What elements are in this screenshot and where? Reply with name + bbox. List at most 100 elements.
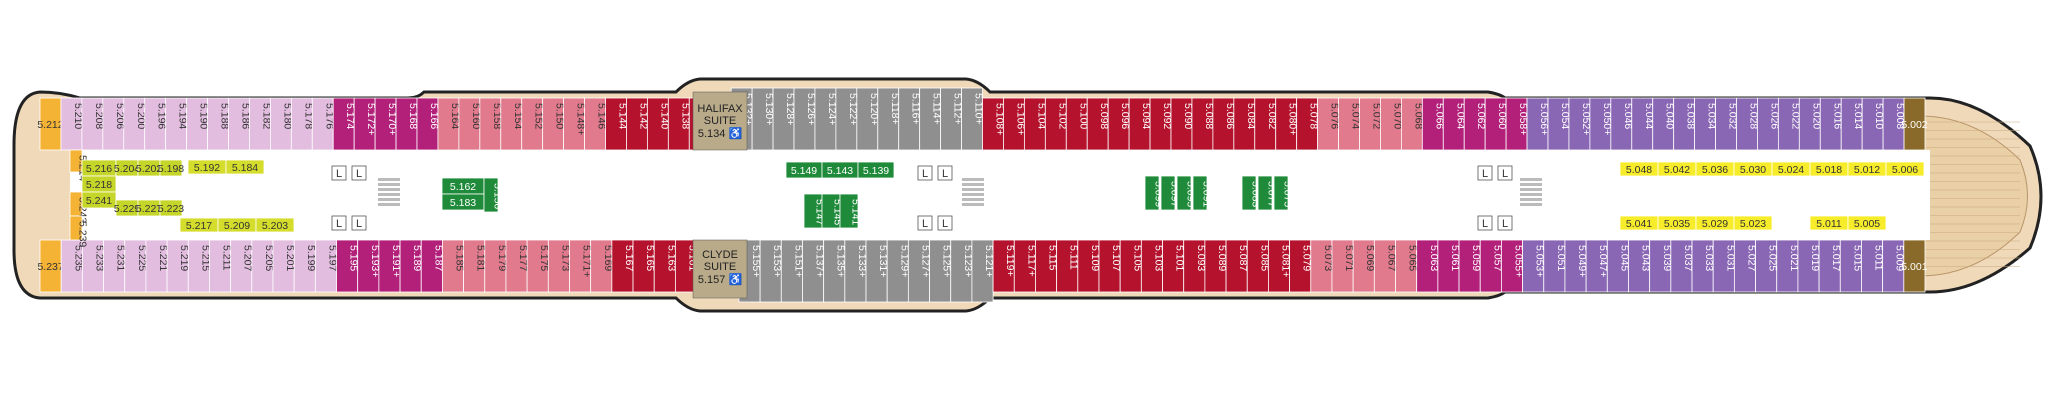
cabin-5.040[interactable]: 5.040 [1652, 97, 1676, 151]
cabin-5.133[interactable]: 5.133+ [844, 239, 868, 303]
cabin-5.037[interactable]: 5.037 [1670, 239, 1694, 293]
cabin-5.118[interactable]: 5.118+ [877, 87, 901, 151]
cabin-5.198[interactable]: 5.198 [158, 159, 184, 177]
cabin-5.044[interactable]: 5.044 [1631, 97, 1655, 151]
cabin-5.026[interactable]: 5.026 [1757, 97, 1780, 151]
cabin-5.217[interactable]: 5.217 [179, 217, 219, 233]
cabin-5.120[interactable]: 5.120+ [856, 87, 880, 151]
cabin-5.053[interactable]: 5.053+ [1522, 239, 1546, 293]
cabin-5.101[interactable]: 5.101 [1162, 239, 1186, 293]
cabin-5.059[interactable]: 5.059 [1458, 239, 1482, 293]
cabin-5.019[interactable]: 5.019 [1797, 239, 1821, 293]
cabin-5.206[interactable]: 5.206 [102, 97, 126, 151]
cabin-5.167[interactable]: 5.167 [611, 239, 635, 293]
cabin-5.021[interactable]: 5.021 [1776, 239, 1800, 293]
cabin-5.122[interactable]: 5.122+ [835, 87, 859, 151]
cabin-5.184[interactable]: 5.184 [225, 159, 265, 175]
cabin-5.034[interactable]: 5.034 [1694, 97, 1718, 151]
cabin-5.209[interactable]: 5.209 [217, 217, 257, 233]
cabin-5.128[interactable]: 5.128+ [772, 87, 796, 151]
cabin-5.015[interactable]: 5.015 [1839, 239, 1863, 293]
cabin-5.137[interactable]: 5.137+ [802, 239, 826, 303]
cabin-5.162[interactable]: 5.162 [441, 177, 485, 195]
cabin-5.039[interactable]: 5.039 [1649, 239, 1673, 293]
cabin-5.237[interactable]: 5.237 [37, 239, 64, 293]
cabin-5.121[interactable]: 5.121+ [971, 239, 995, 303]
cabin-5.056[interactable]: 5.056+ [1526, 97, 1550, 151]
cabin-5.010[interactable]: 5.010 [1861, 97, 1885, 151]
cabin-5.065[interactable]: 5.065 [1395, 239, 1419, 293]
cabin-5.208[interactable]: 5.208 [81, 97, 105, 151]
cabin-5.233[interactable]: 5.233 [81, 239, 105, 293]
cabin-5.229[interactable]: 5.229 [114, 199, 140, 217]
cabin-5.181[interactable]: 5.181 [463, 239, 487, 293]
cabin-5.170[interactable]: 5.170+ [374, 97, 398, 151]
cabin-5.027[interactable]: 5.027 [1733, 239, 1757, 293]
cabin-5.107[interactable]: 5.107 [1098, 239, 1122, 293]
cabin-5.016[interactable]: 5.016 [1819, 97, 1843, 151]
cabin-5.075[interactable]: 5.075 [1273, 175, 1294, 211]
cabin-5.058[interactable]: 5.058+ [1505, 97, 1529, 151]
cabin-5.189[interactable]: 5.189 [399, 239, 423, 293]
cabin-5.030[interactable]: 5.030 [1733, 161, 1773, 177]
cabin-5.085[interactable]: 5.085 [1246, 239, 1270, 293]
cabin-5.084[interactable]: 5.084 [1233, 97, 1257, 151]
cabin-5.194[interactable]: 5.194 [165, 97, 189, 151]
cabin-5.109[interactable]: 5.109 [1077, 239, 1101, 293]
cabin-5.166[interactable]: 5.166 [416, 97, 440, 151]
cabin-5.200[interactable]: 5.200 [123, 97, 147, 151]
cabin-5.138[interactable]: 5.138 [667, 97, 691, 151]
cabin-5.148[interactable]: 5.148+ [563, 97, 587, 151]
cabin-5.051[interactable]: 5.051 [1543, 239, 1567, 293]
cabin-5.047[interactable]: 5.047+ [1585, 239, 1609, 293]
cabin-5.111[interactable]: 5.111 [1056, 239, 1080, 293]
cabin-5.036[interactable]: 5.036 [1695, 161, 1735, 177]
cabin-5.164[interactable]: 5.164 [437, 97, 461, 151]
cabin-5.074[interactable]: 5.074 [1338, 97, 1362, 151]
cabin-5.199[interactable]: 5.199 [293, 239, 317, 293]
cabin-5.223[interactable]: 5.223 [158, 199, 184, 217]
cabin-5.029[interactable]: 5.029 [1695, 215, 1735, 231]
cabin-5.055[interactable]: 5.055+ [1501, 239, 1524, 293]
cabin-5.042[interactable]: 5.042 [1657, 161, 1697, 177]
cabin-5.202[interactable]: 5.202 [136, 159, 162, 177]
cabin-5.048[interactable]: 5.048 [1619, 161, 1659, 177]
cabin-5.179[interactable]: 5.179 [484, 239, 508, 293]
cabin-5.241[interactable]: 5.241 [81, 191, 117, 209]
cabin-5.149[interactable]: 5.149 [785, 161, 823, 179]
cabin-5.090[interactable]: 5.090 [1170, 97, 1194, 151]
cabin-5.177[interactable]: 5.177 [505, 239, 529, 293]
cabin-5.172[interactable]: 5.172+ [353, 97, 377, 151]
cabin-5.163[interactable]: 5.163 [653, 239, 677, 293]
cabin-5.038[interactable]: 5.038 [1673, 97, 1697, 151]
cabin-5.078[interactable]: 5.078 [1296, 97, 1320, 151]
cabin-5.196[interactable]: 5.196 [144, 97, 168, 151]
cabin-5.180[interactable]: 5.180 [269, 97, 293, 151]
cabin-5.218[interactable]: 5.218 [81, 175, 117, 193]
cabin-5.080[interactable]: 5.080+ [1275, 97, 1299, 151]
cabin-5.131[interactable]: 5.131+ [865, 239, 889, 303]
cabin-5.072[interactable]: 5.072 [1359, 97, 1383, 151]
cabin-5.087[interactable]: 5.087 [1225, 239, 1249, 293]
cabin-5.117[interactable]: 5.117+ [1013, 239, 1037, 293]
cabin-5.049[interactable]: 5.049+ [1564, 239, 1588, 293]
cabin-5.203[interactable]: 5.203 [255, 217, 295, 233]
cabin-5.033[interactable]: 5.033 [1691, 239, 1715, 293]
cabin-5.012[interactable]: 5.012 [1847, 161, 1887, 177]
cabin-5.210[interactable]: 5.210 [60, 97, 84, 151]
cabin-5.073[interactable]: 5.073 [1310, 239, 1334, 293]
cabin-5.191[interactable]: 5.191+ [378, 239, 402, 293]
cabin-5.144[interactable]: 5.144 [605, 97, 629, 151]
cabin-5.207[interactable]: 5.207 [230, 239, 254, 293]
cabin-5.002[interactable]: 5.002 [1901, 97, 1928, 151]
cabin-5.146[interactable]: 5.146 [584, 97, 608, 151]
cabin-5.174[interactable]: 5.174 [332, 97, 356, 151]
cabin-5.103[interactable]: 5.103 [1140, 239, 1164, 293]
cabin-5.066[interactable]: 5.066 [1421, 97, 1445, 151]
cabin-5.022[interactable]: 5.022 [1777, 97, 1801, 151]
cabin-5.219[interactable]: 5.219 [166, 239, 190, 293]
cabin-5.079[interactable]: 5.079 [1289, 239, 1313, 293]
cabin-5.104[interactable]: 5.104 [1023, 97, 1047, 151]
cabin-5.041[interactable]: 5.041 [1619, 215, 1659, 231]
cabin-5.114[interactable]: 5.114+ [919, 87, 943, 151]
